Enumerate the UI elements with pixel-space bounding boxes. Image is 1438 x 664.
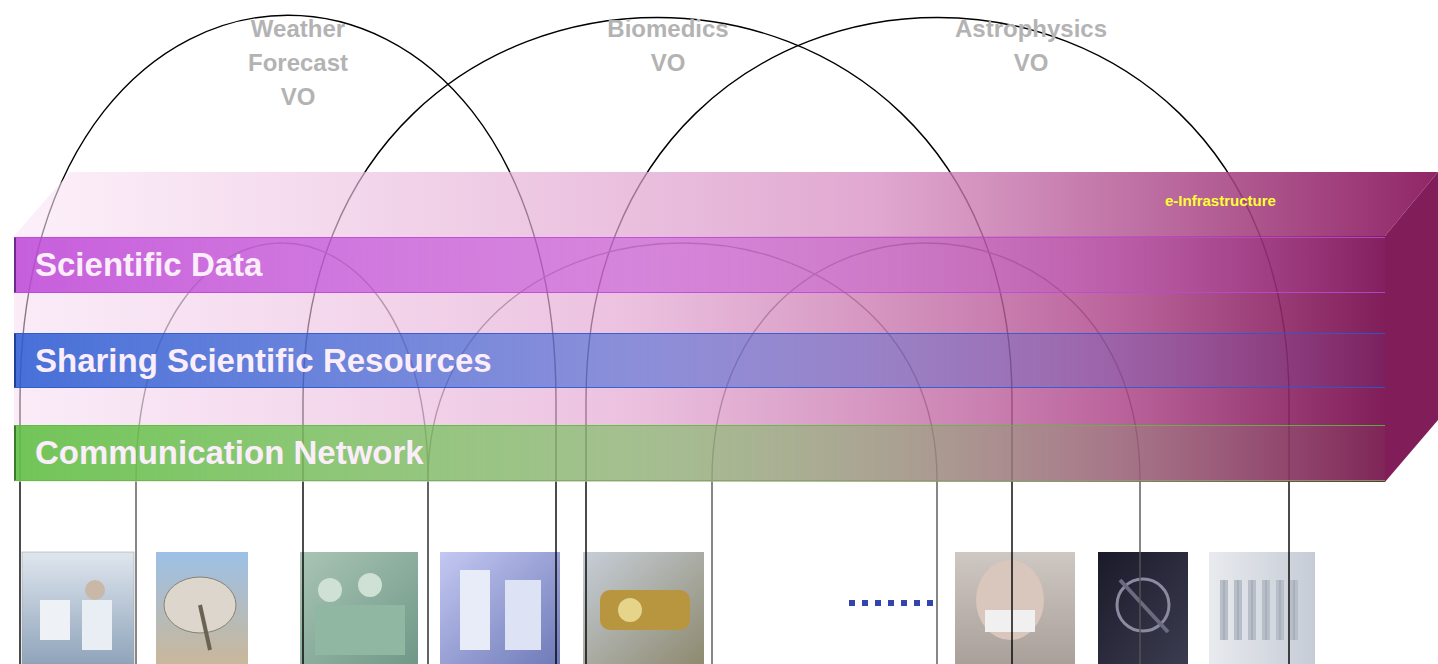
band-label: Scientific Data (33, 245, 264, 285)
layer-band: Scientific Data (14, 237, 1385, 293)
band-label: Sharing Scientific Resources (33, 341, 494, 381)
infrastructure-slab: e-InfrastructureScientific DataSharing S… (0, 172, 1438, 482)
band-label: Communication Network (33, 433, 426, 473)
layer-band: Communication Network (14, 425, 1385, 481)
infrastructure-title: e-Infrastructure (1165, 192, 1276, 209)
photo-row (22, 552, 1315, 664)
layer-band: Sharing Scientific Resources (14, 333, 1385, 388)
vo-label: Weather Forecast VO (233, 12, 363, 114)
vo-label: Astrophysics VO (949, 12, 1114, 80)
ellipsis-dots (849, 600, 933, 606)
vo-label: Biomedics VO (603, 12, 733, 80)
